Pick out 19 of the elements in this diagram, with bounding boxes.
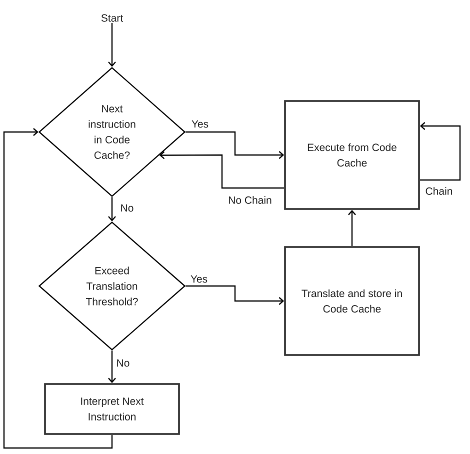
edge-label: Yes	[190, 119, 210, 129]
arrow	[108, 197, 116, 222]
process-box: Execute from Code Cache	[284, 100, 420, 210]
arrow	[108, 350, 116, 384]
edge-label: No Chain	[227, 195, 273, 205]
edge-label: No	[115, 358, 131, 368]
arrow	[186, 131, 284, 159]
edge-label: Chain	[424, 186, 454, 196]
arrow	[3, 128, 113, 449]
process-box: Translate and store in Code Cache	[284, 246, 420, 356]
edge-label: Yes	[189, 274, 209, 284]
arrow	[420, 122, 461, 181]
start-text: Start	[101, 14, 123, 22]
edge-label: No	[119, 203, 135, 213]
arrow	[159, 151, 284, 189]
process-box: Interpret Next Instruction	[44, 383, 180, 435]
arrow	[108, 22, 116, 67]
arrow	[348, 210, 356, 246]
arrow	[186, 285, 284, 305]
